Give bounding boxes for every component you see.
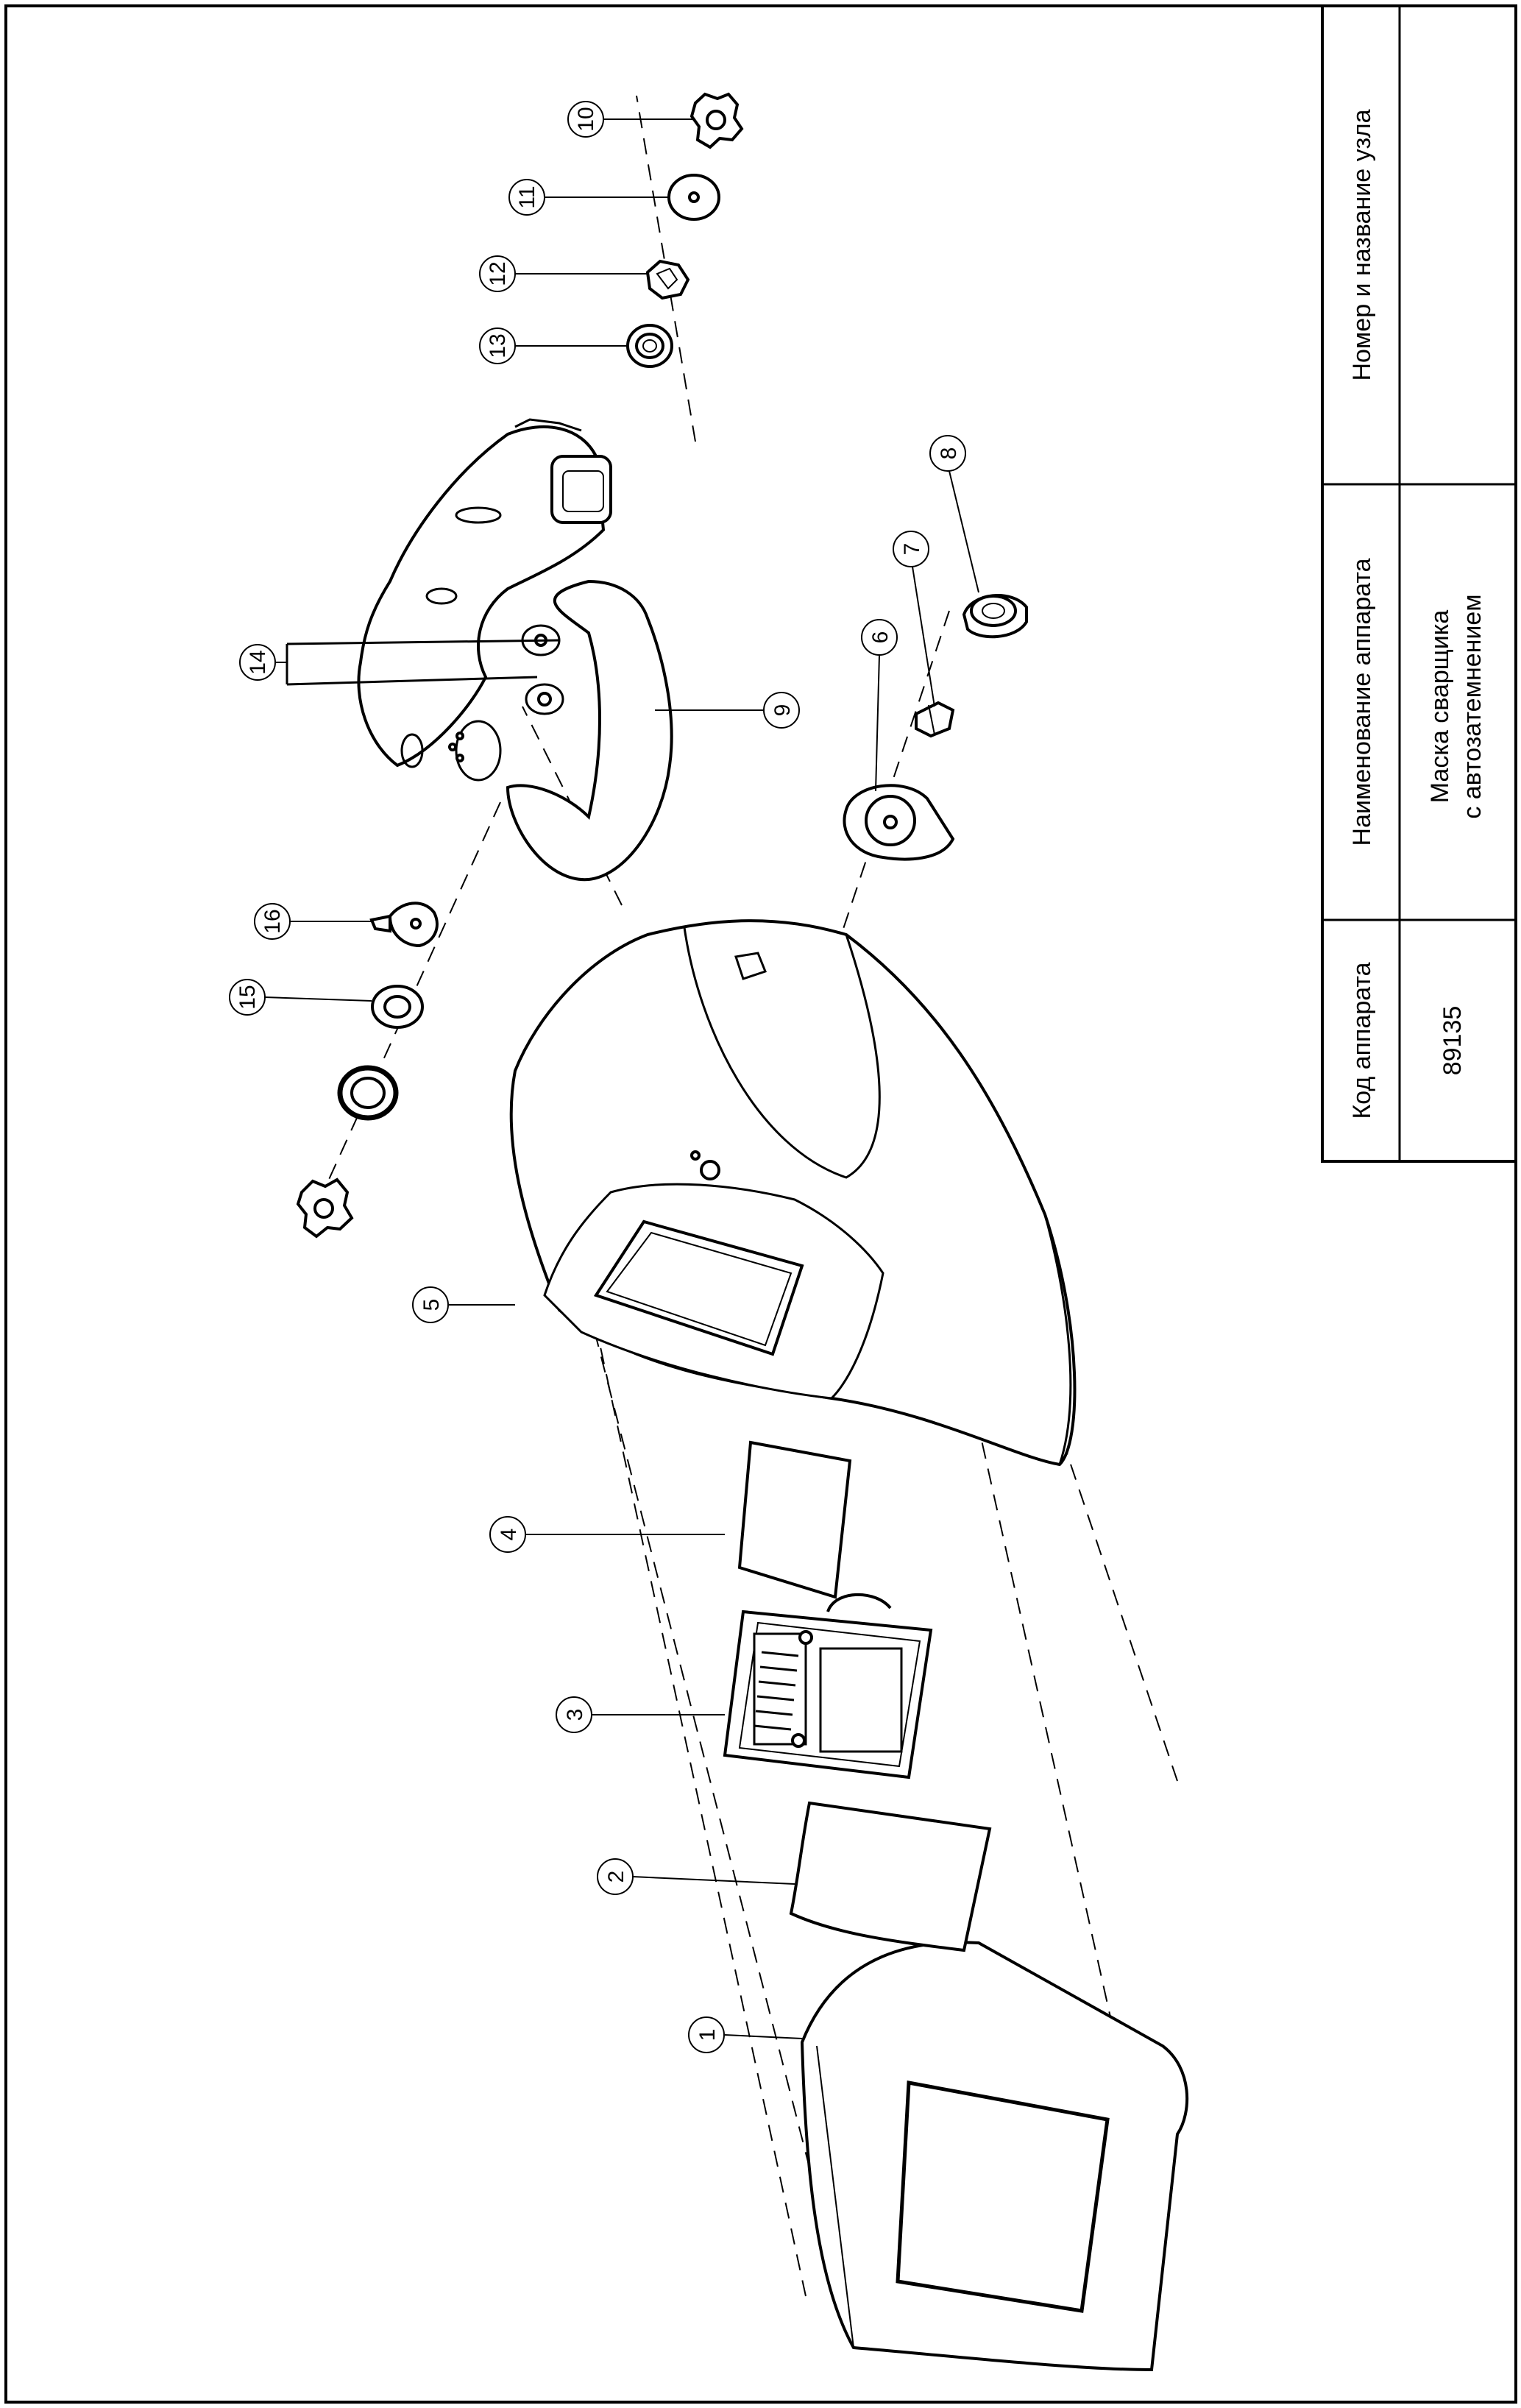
- header-device-code: Код аппарата: [1348, 962, 1376, 1119]
- svg-text:7: 7: [900, 543, 924, 556]
- callout-2: 2: [597, 1858, 634, 1895]
- part-15-washer-ring: [371, 985, 424, 1029]
- svg-text:2: 2: [604, 1871, 628, 1883]
- title-block: Номер и название узла Наименование аппар…: [1321, 4, 1517, 1163]
- callout-4: 4: [489, 1516, 526, 1553]
- callout-10: 10: [567, 101, 604, 138]
- callout-9: 9: [763, 692, 800, 729]
- part-14-ratchet: [286, 639, 560, 686]
- callout-1: 1: [688, 2016, 725, 2053]
- svg-text:12: 12: [486, 261, 510, 286]
- part-10-adjustment-knob: [689, 92, 744, 149]
- part-6-side-washer: [843, 784, 955, 861]
- svg-text:13: 13: [486, 333, 510, 358]
- svg-text:8: 8: [937, 447, 961, 460]
- part-7-bolt: [915, 701, 955, 738]
- part-9-headgear: [357, 418, 673, 882]
- adjustment-knob-left: [296, 1178, 354, 1239]
- callout-11: 11: [508, 179, 545, 216]
- callouts: 1 2 3 4 5 6 7 8: [229, 101, 966, 2053]
- svg-text:1: 1: [695, 2029, 720, 2042]
- callout-13: 13: [479, 327, 516, 364]
- svg-text:15: 15: [235, 985, 260, 1009]
- svg-text:9: 9: [770, 704, 795, 717]
- part-2-clear-lens: [789, 1801, 992, 1952]
- svg-text:6: 6: [868, 631, 893, 644]
- callout-16: 16: [254, 903, 291, 940]
- header-assembly: Номер и название узла: [1348, 109, 1376, 380]
- callout-14: 14: [239, 644, 276, 681]
- value-device-code: 89135: [1439, 1006, 1467, 1076]
- callout-leaders: [264, 118, 979, 2039]
- part-3-auto-darkening-cartridge: [723, 1593, 933, 1780]
- part-8-knob: [962, 594, 1028, 639]
- callout-12: 12: [479, 255, 516, 292]
- svg-text:4: 4: [497, 1529, 521, 1541]
- part-16-pivot-clip: [369, 902, 439, 948]
- value-device-name-line2: с автозатемнением: [1458, 594, 1486, 818]
- part-12-nut: [645, 259, 690, 300]
- part-5-helmet-shell: [509, 919, 1077, 1467]
- svg-text:3: 3: [563, 1709, 587, 1721]
- callout-3: 3: [556, 1696, 592, 1733]
- callout-7: 7: [893, 531, 929, 567]
- header-device-name: Наименование аппарата: [1348, 558, 1376, 846]
- svg-text:16: 16: [260, 909, 285, 933]
- part-11-washer: [667, 174, 720, 221]
- callout-6: 6: [861, 619, 898, 656]
- value-device-name-line1: Маска сварщика: [1426, 610, 1454, 804]
- callout-15: 15: [229, 979, 266, 1016]
- bushing-ring-left: [337, 1065, 399, 1121]
- part-4-inner-lens: [737, 1440, 852, 1599]
- part-1-outer-cover-lens: [800, 1941, 1189, 2372]
- svg-text:14: 14: [246, 650, 270, 674]
- svg-text:5: 5: [419, 1299, 444, 1311]
- svg-text:10: 10: [574, 107, 598, 131]
- callout-8: 8: [929, 435, 966, 472]
- callout-5: 5: [412, 1286, 449, 1323]
- sheet-border: [4, 4, 1517, 2404]
- part-13-bushing: [626, 324, 673, 368]
- svg-text:11: 11: [515, 185, 539, 208]
